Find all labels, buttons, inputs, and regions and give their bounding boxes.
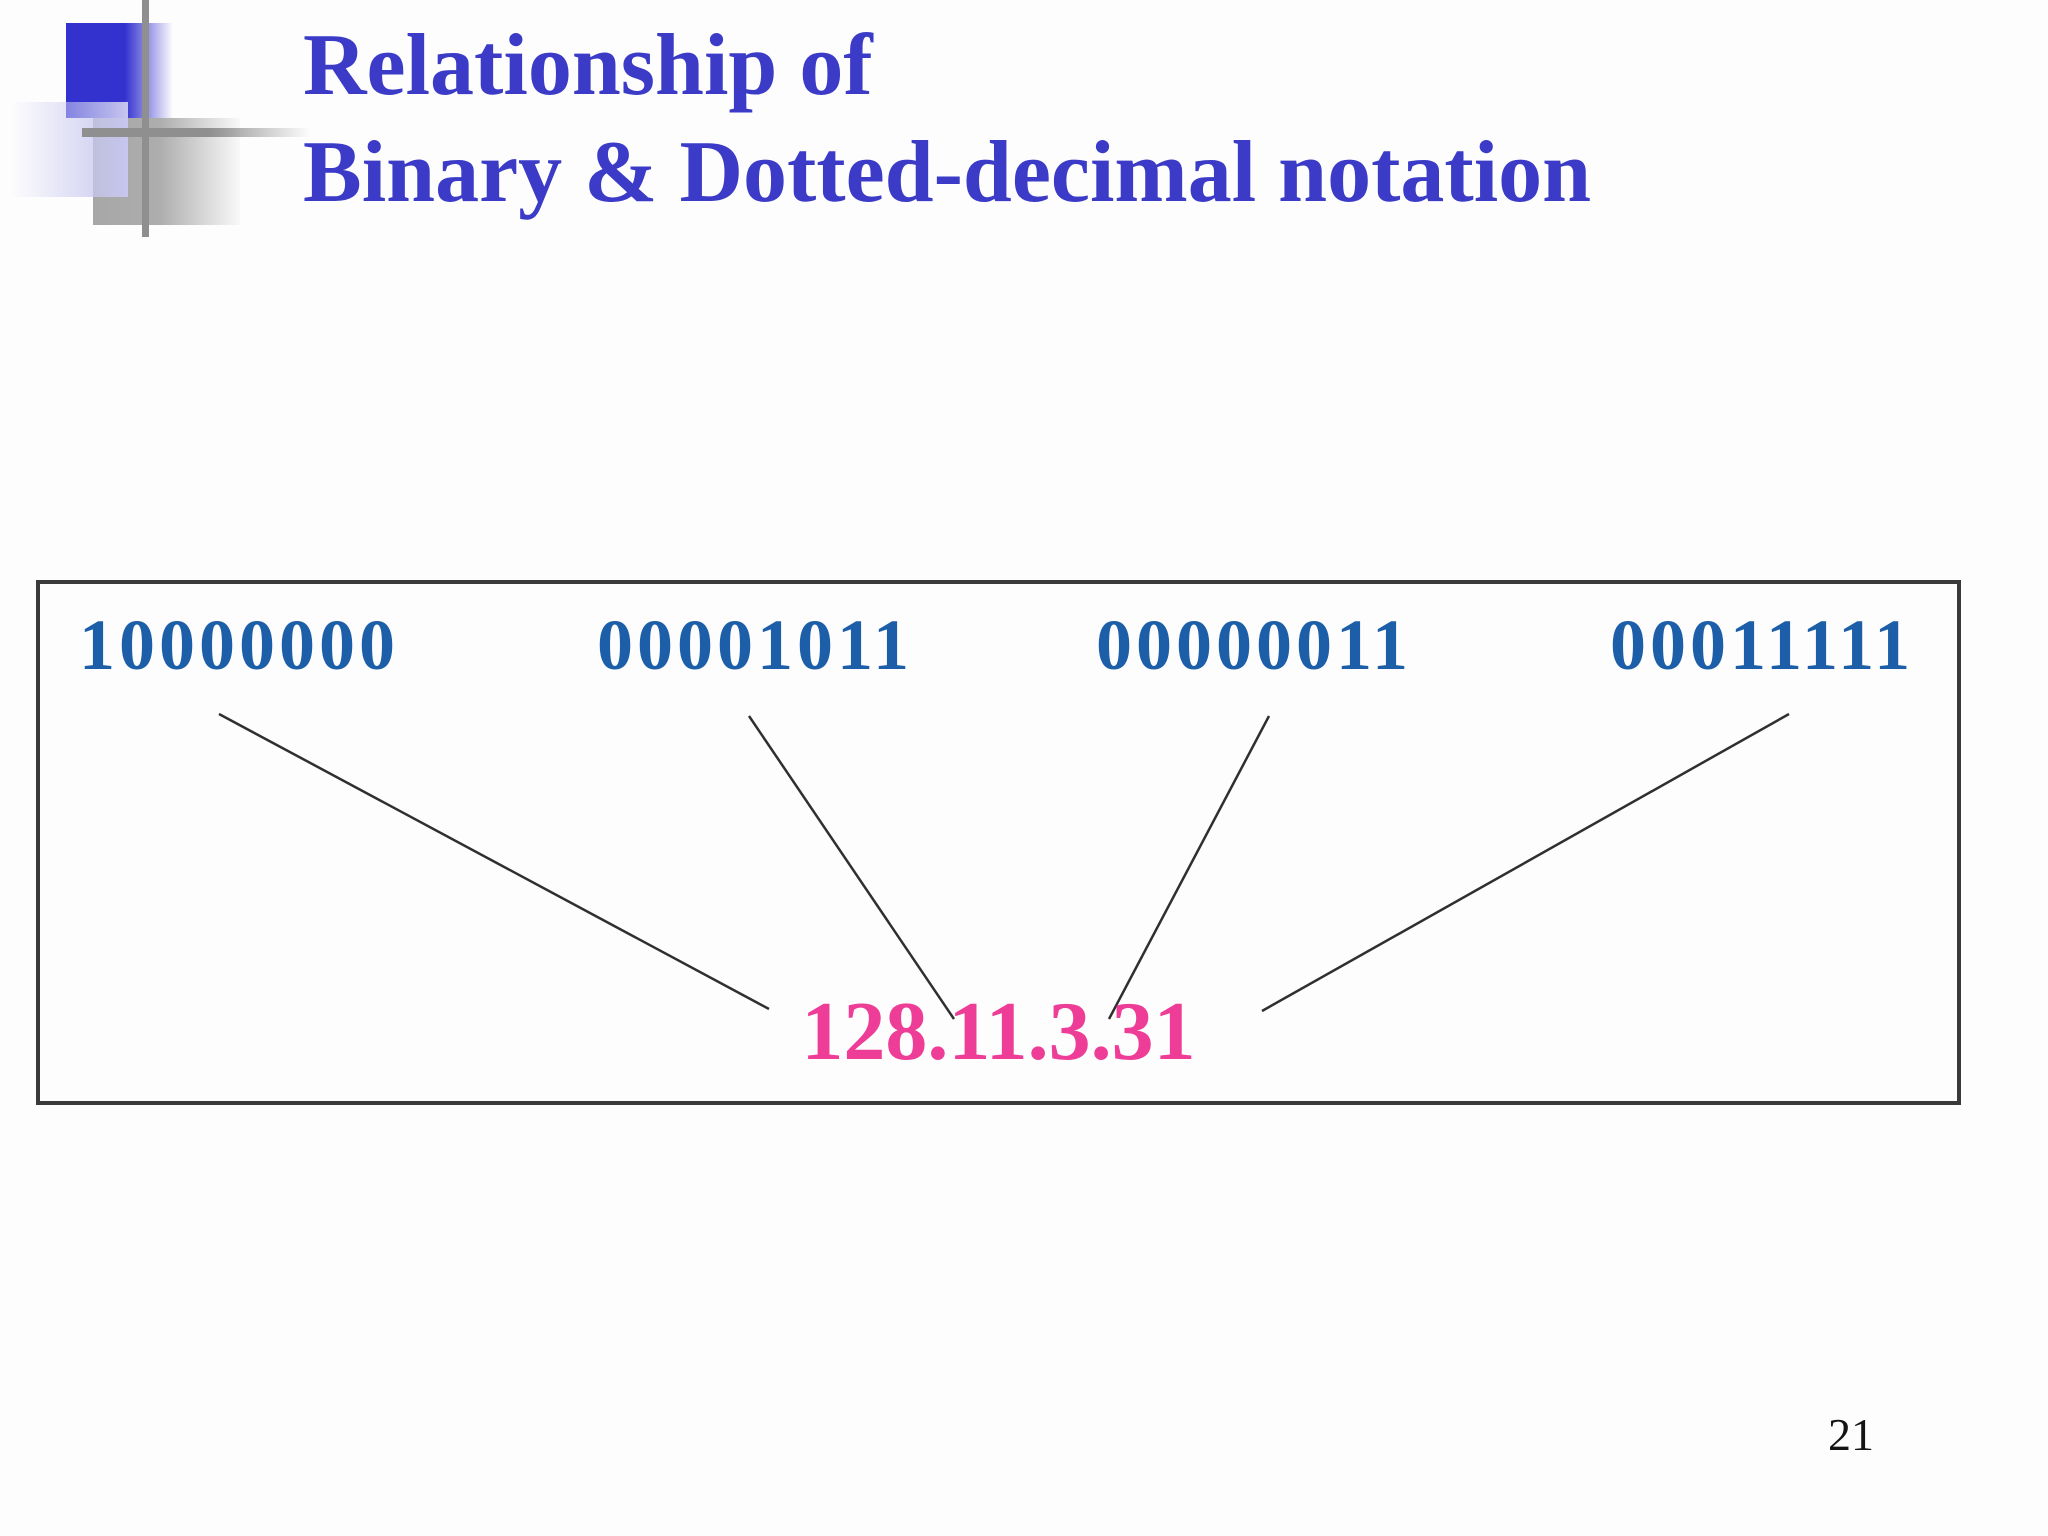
title-line-1: Relationship of: [303, 17, 873, 114]
connector-line-3: [1107, 715, 1271, 1020]
binary-octet-3: 00000011: [1096, 605, 1413, 685]
decoration-vertical-line: [142, 0, 149, 237]
diagram-box: 10000000 00001011 00000011 00011111 128.…: [36, 580, 1961, 1105]
connector-line-4: [1261, 712, 1790, 1013]
binary-octet-4: 00011111: [1610, 605, 1915, 685]
decoration-lavender-square: [0, 102, 128, 197]
binary-octet-1: 10000000: [79, 605, 399, 685]
connector-line-1: [218, 712, 770, 1011]
decoration-horizontal-line: [82, 128, 310, 137]
page-number: 21: [1828, 1409, 1874, 1460]
connector-lines: [218, 712, 1790, 1020]
page-title: Relationship of Binary & Dotted-decimal …: [303, 12, 1923, 227]
title-line-2: Binary & Dotted-decimal notation: [303, 124, 1592, 222]
dotted-decimal-value: 128.11.3.31: [801, 985, 1196, 1078]
connector-line-2: [747, 715, 956, 1020]
binary-octet-2: 00001011: [597, 605, 914, 685]
